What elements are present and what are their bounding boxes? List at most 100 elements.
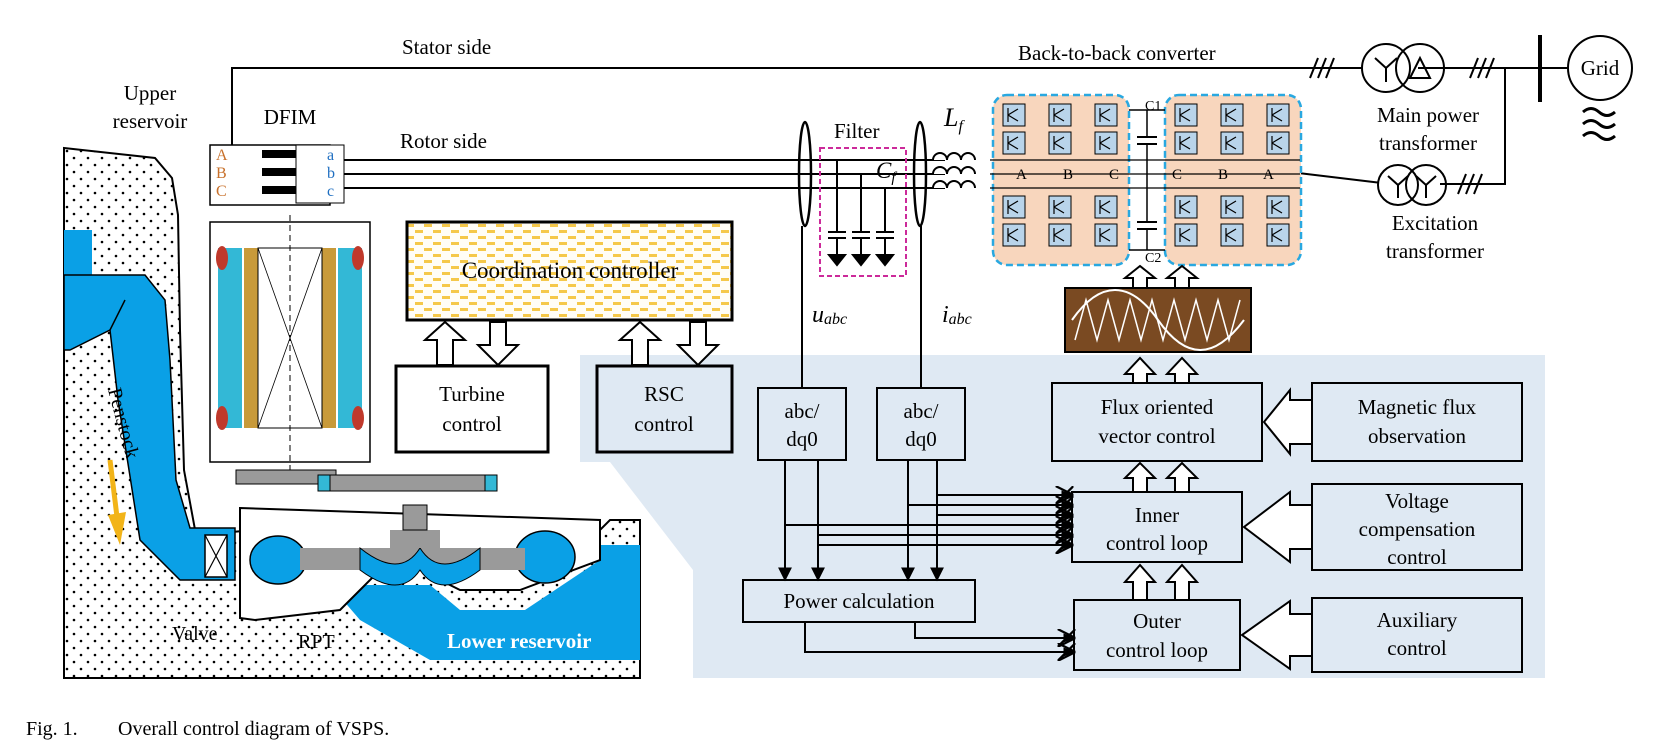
igbt-symbol bbox=[1007, 200, 1019, 214]
svg-text:Power calculation: Power calculation bbox=[783, 589, 935, 613]
igbt-symbol bbox=[1053, 200, 1065, 214]
auxiliary-control-block: Auxiliary control bbox=[1311, 597, 1523, 673]
grid-waves-icon bbox=[1582, 107, 1616, 141]
rsc-phase-C: C bbox=[1109, 167, 1119, 183]
flux-oriented-control-block: Flux oriented vector control bbox=[1051, 382, 1263, 462]
coordination-controller-block: Coordination controller bbox=[405, 220, 734, 322]
magnetic-flux-observation-block: Magnetic flux observation bbox=[1311, 382, 1523, 462]
upper-reservoir-label: Upper bbox=[124, 81, 176, 105]
igbt-symbol bbox=[1225, 200, 1237, 214]
igbt-switch bbox=[1174, 103, 1198, 127]
dfim-machine bbox=[209, 144, 498, 492]
igbt-symbol bbox=[1271, 200, 1283, 214]
right-column-arrows bbox=[1240, 387, 1313, 671]
filter-inductors bbox=[932, 152, 976, 189]
gsc-phase-C: C bbox=[1172, 167, 1182, 183]
igbt-switch bbox=[1220, 131, 1244, 155]
figure-caption: Fig. 1.Overall control diagram of VSPS. bbox=[26, 718, 389, 741]
outer-control-loop-block: Outer control loop bbox=[1073, 599, 1241, 671]
pwm-modulator bbox=[1064, 287, 1252, 353]
rotor-c-label: c bbox=[327, 183, 334, 200]
c1-label: C1 bbox=[1145, 99, 1161, 114]
igbt-switch bbox=[1266, 223, 1290, 247]
igbt-symbol bbox=[1053, 108, 1065, 122]
igbt-switch bbox=[1094, 131, 1118, 155]
igbt-symbol bbox=[1179, 136, 1191, 150]
power-calculation-block: Power calculation bbox=[742, 579, 976, 623]
iabc-label: iabc bbox=[942, 302, 972, 328]
igbt-switch bbox=[1002, 195, 1026, 219]
main-power-transformer bbox=[1361, 43, 1445, 93]
igbt-switch-grid bbox=[1002, 103, 1290, 247]
svg-text:control: control bbox=[442, 412, 502, 436]
igbt-switch bbox=[1220, 195, 1244, 219]
igbt-switch bbox=[1174, 195, 1198, 219]
coordination-arrows bbox=[422, 320, 721, 367]
excitation-transformer bbox=[1377, 164, 1447, 206]
gsc-phase-B: B bbox=[1218, 167, 1228, 183]
back-to-back-label: Back-to-back converter bbox=[1018, 41, 1216, 65]
caption-text: Overall control diagram of VSPS. bbox=[118, 718, 390, 740]
phase-C-stator: C bbox=[216, 183, 227, 200]
svg-text:abc/: abc/ bbox=[785, 399, 820, 423]
igbt-symbol bbox=[1007, 136, 1019, 150]
igbt-symbol bbox=[1179, 108, 1191, 122]
igbt-symbol bbox=[1053, 228, 1065, 242]
igbt-symbol bbox=[1099, 108, 1111, 122]
igbt-symbol bbox=[1099, 136, 1111, 150]
abc-dq0-block-1: abc/ dq0 bbox=[757, 387, 847, 461]
rsc-control-block: RSC control bbox=[595, 364, 734, 454]
filter-box bbox=[819, 147, 907, 277]
voltage-compensation-block: Voltage compensation control bbox=[1311, 483, 1523, 571]
igbt-symbol bbox=[1271, 108, 1283, 122]
abc-dq0-block-2: abc/ dq0 bbox=[876, 387, 966, 461]
igbt-symbol bbox=[1179, 200, 1191, 214]
rotor-b-label: b bbox=[327, 165, 335, 182]
igbt-symbol bbox=[1007, 228, 1019, 242]
igbt-symbol bbox=[1099, 200, 1111, 214]
igbt-symbol bbox=[1099, 228, 1111, 242]
igbt-symbol bbox=[1225, 108, 1237, 122]
svg-text:dq0: dq0 bbox=[786, 427, 818, 451]
igbt-switch bbox=[1174, 223, 1198, 247]
svg-text:Coordination controller: Coordination controller bbox=[462, 258, 679, 283]
svg-text:control loop: control loop bbox=[1106, 531, 1208, 555]
igbt-symbol bbox=[1271, 228, 1283, 242]
igbt-symbol bbox=[1007, 108, 1019, 122]
svg-text:control: control bbox=[634, 412, 694, 436]
gsc-phase-A: A bbox=[1263, 167, 1274, 183]
dfim-label: DFIM bbox=[264, 105, 317, 129]
power-lines bbox=[231, 57, 1540, 195]
back-to-back-converter bbox=[990, 93, 1303, 267]
upper-reservoir-label-2: reservoir bbox=[113, 109, 188, 133]
igbt-symbol bbox=[1271, 136, 1283, 150]
svg-text:Auxiliary: Auxiliary bbox=[1377, 608, 1458, 632]
turbine-control-block: Turbine control bbox=[394, 364, 550, 454]
svg-text:control: control bbox=[1387, 545, 1447, 569]
igbt-switch bbox=[1002, 131, 1026, 155]
inner-control-loop-block: Inner control loop bbox=[1071, 491, 1243, 563]
igbt-switch bbox=[1048, 131, 1072, 155]
svg-text:control: control bbox=[1387, 636, 1447, 660]
svg-text:compensation: compensation bbox=[1359, 517, 1476, 541]
phase-A-stator: A bbox=[216, 147, 228, 164]
hydro-plant bbox=[63, 146, 641, 679]
lf-label: Lf bbox=[943, 103, 965, 135]
uabc-label: uabc bbox=[812, 302, 847, 328]
svg-text:Magnetic flux: Magnetic flux bbox=[1358, 395, 1477, 419]
igbt-symbol bbox=[1225, 136, 1237, 150]
svg-text:dq0: dq0 bbox=[905, 427, 937, 451]
filter-label: Filter bbox=[834, 119, 880, 143]
igbt-switch bbox=[1048, 195, 1072, 219]
svg-text:abc/: abc/ bbox=[904, 399, 939, 423]
igbt-switch bbox=[1094, 103, 1118, 127]
c2-label: C2 bbox=[1145, 251, 1161, 266]
svg-text:RSC: RSC bbox=[644, 382, 684, 406]
svg-text:Voltage: Voltage bbox=[1385, 489, 1449, 513]
loop-up-arrows bbox=[1122, 461, 1200, 601]
igbt-switch bbox=[1002, 223, 1026, 247]
igbt-symbol bbox=[1225, 228, 1237, 242]
svg-text:Turbine: Turbine bbox=[439, 382, 505, 406]
rotor-a-label: a bbox=[327, 147, 334, 164]
